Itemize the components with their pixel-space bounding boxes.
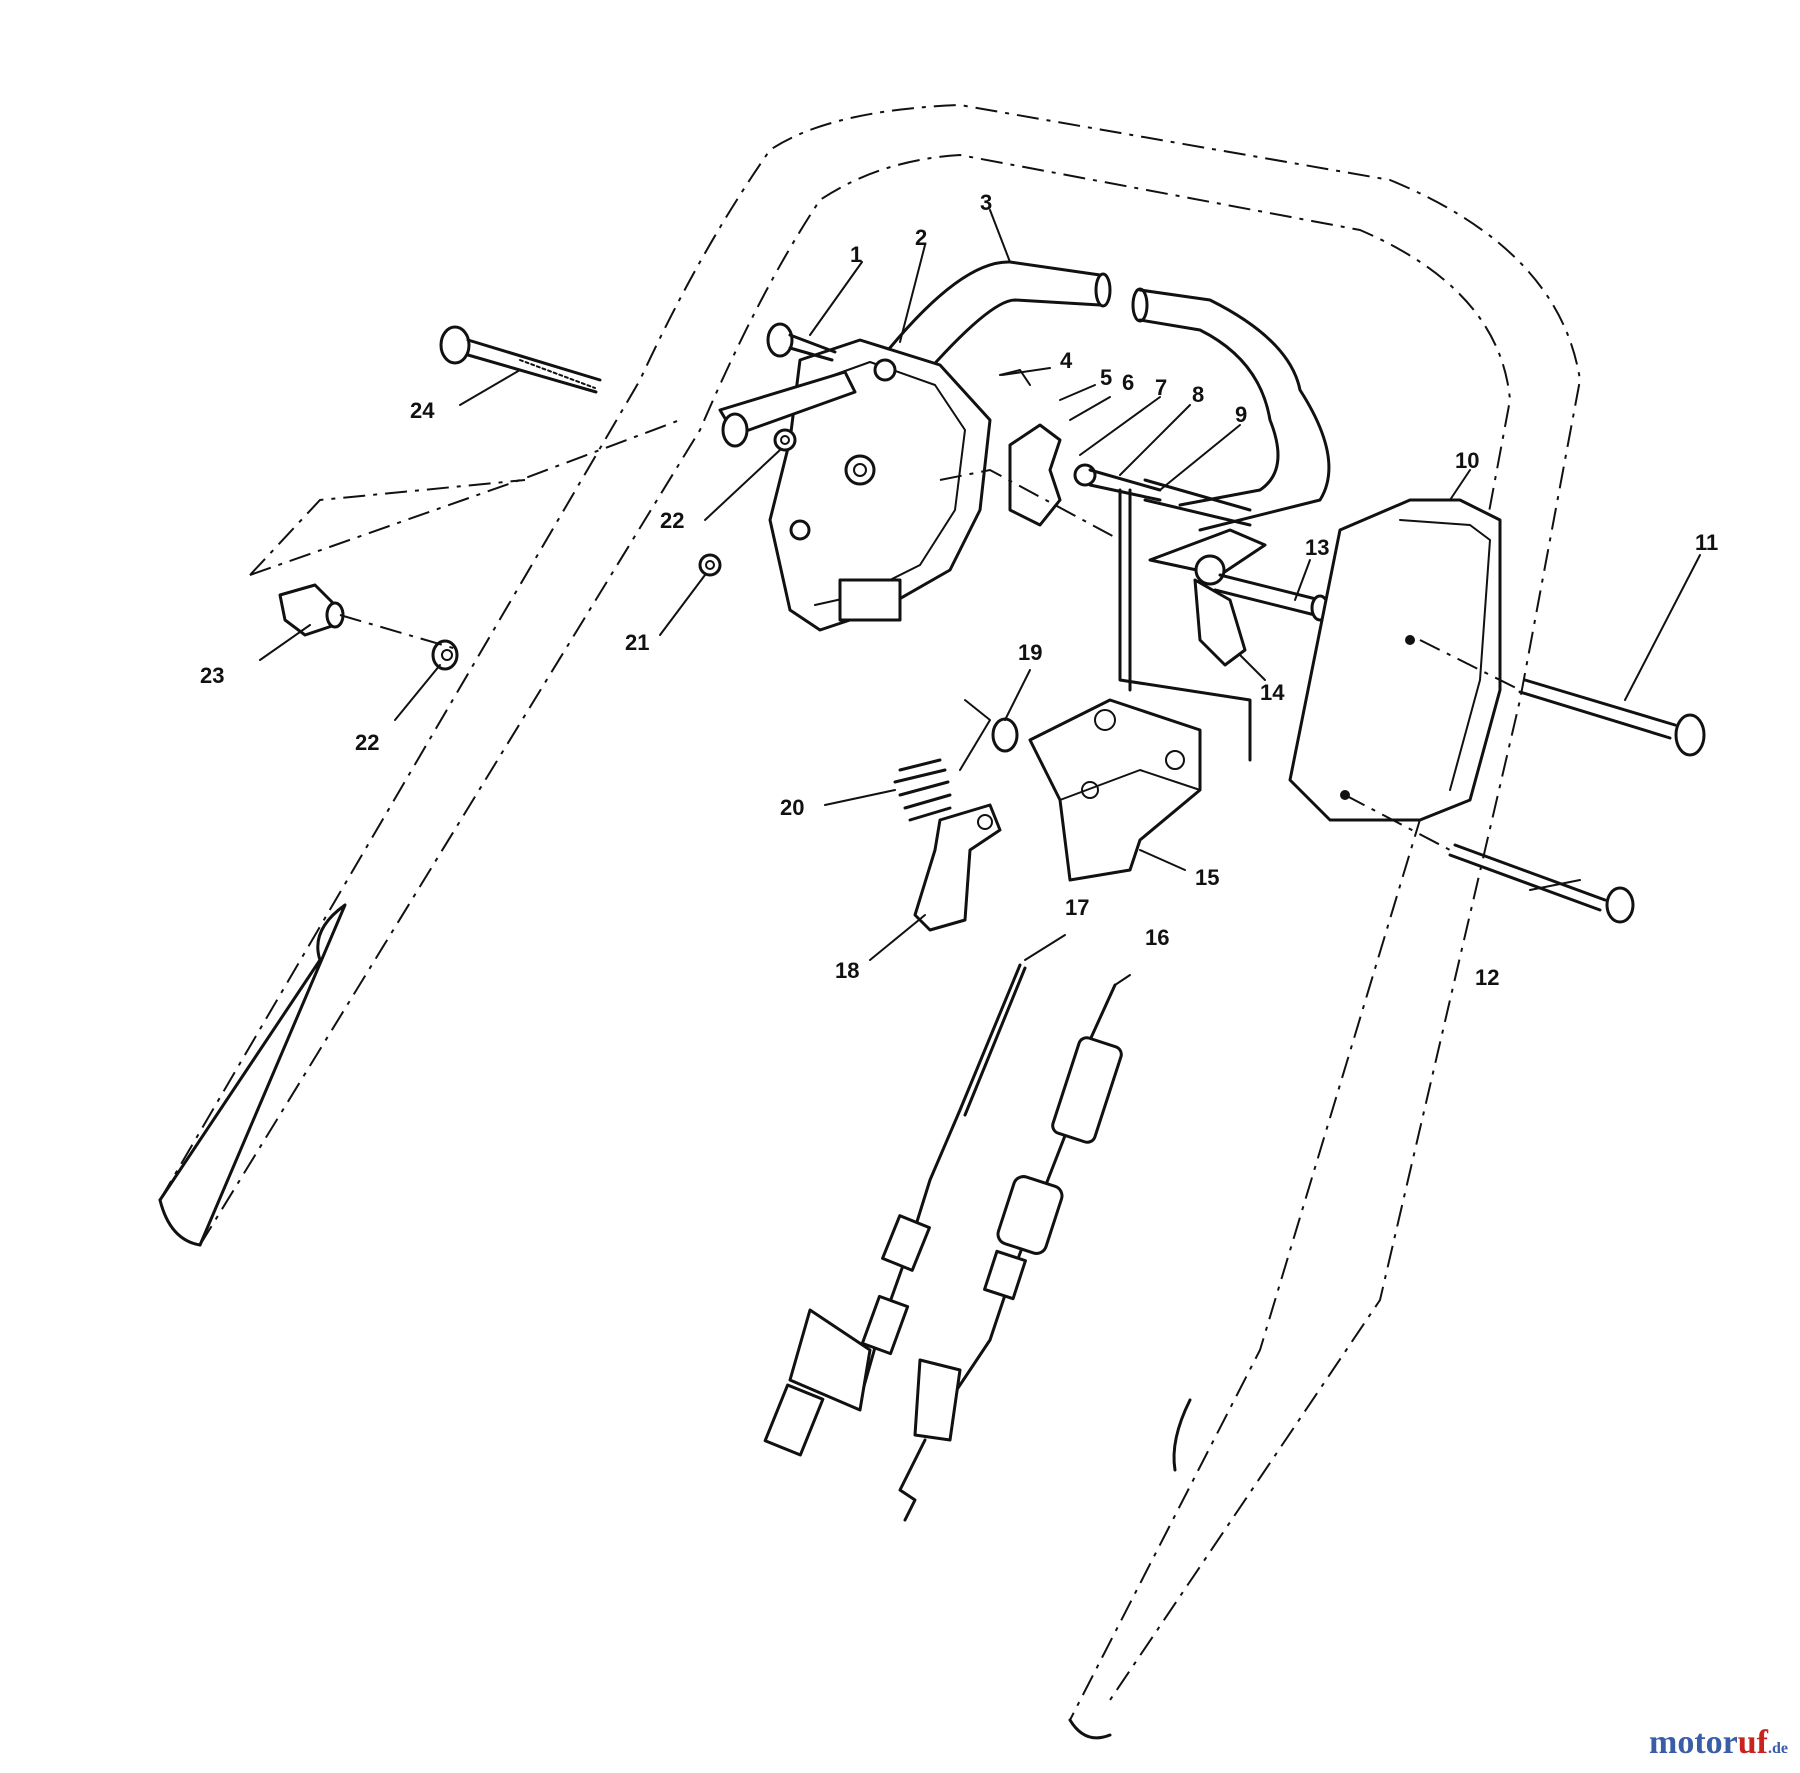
spring-20 [893,699,991,822]
callout-16: 16 [1145,925,1169,950]
assembly-lines [249,419,1521,851]
spacer-23 [278,583,345,637]
callout-22-lower: 22 [355,730,379,755]
callout-1: 1 [850,242,862,267]
control-cover-right [1288,498,1502,822]
callout-14: 14 [1260,680,1285,705]
callout-9: 9 [1235,402,1247,427]
bolt-1 [766,322,837,362]
callout-13: 13 [1305,535,1329,560]
bolt-12 [1448,843,1635,924]
callout-15: 15 [1195,865,1219,890]
nut-22-upper [773,428,797,452]
callout-20: 20 [780,795,804,820]
bracket-15 [1028,698,1202,882]
lever-18 [913,803,1002,932]
callout-24: 24 [410,398,435,423]
bolt-24 [439,325,602,394]
leader-lines [259,209,1701,986]
callout-7: 7 [1155,375,1167,400]
callout-22-upper: 22 [660,508,684,533]
callout-10: 10 [1455,448,1479,473]
callout-18: 18 [835,958,859,983]
bolt-11 [1518,678,1706,757]
left-link [718,370,857,448]
callout-4: 4 [1060,348,1073,373]
callout-23: 23 [200,663,224,688]
callout-labels: 1 2 3 4 5 6 7 8 9 10 11 12 13 14 15 16 1… [200,190,1718,990]
callout-6: 6 [1122,370,1134,395]
nut-22-lower [431,639,459,671]
site-watermark: motoruf.de [1649,1724,1788,1761]
cable-17 [763,963,1027,1457]
lever-13-14 [1148,528,1330,667]
callout-12: 12 [1475,965,1499,990]
bail-handle [878,260,1331,532]
nut-21 [698,553,722,577]
handle-tube [158,103,1582,1740]
callout-17: 17 [1065,895,1089,920]
callout-5: 5 [1100,365,1112,390]
callout-19: 19 [1018,640,1042,665]
washer-19 [991,717,1019,753]
callout-21: 21 [625,630,649,655]
callout-11: 11 [1695,530,1718,555]
callout-2: 2 [915,225,927,250]
callout-3: 3 [980,190,992,215]
callout-8: 8 [1192,382,1204,407]
cable-16 [898,983,1123,1522]
control-housing-left [768,338,992,632]
